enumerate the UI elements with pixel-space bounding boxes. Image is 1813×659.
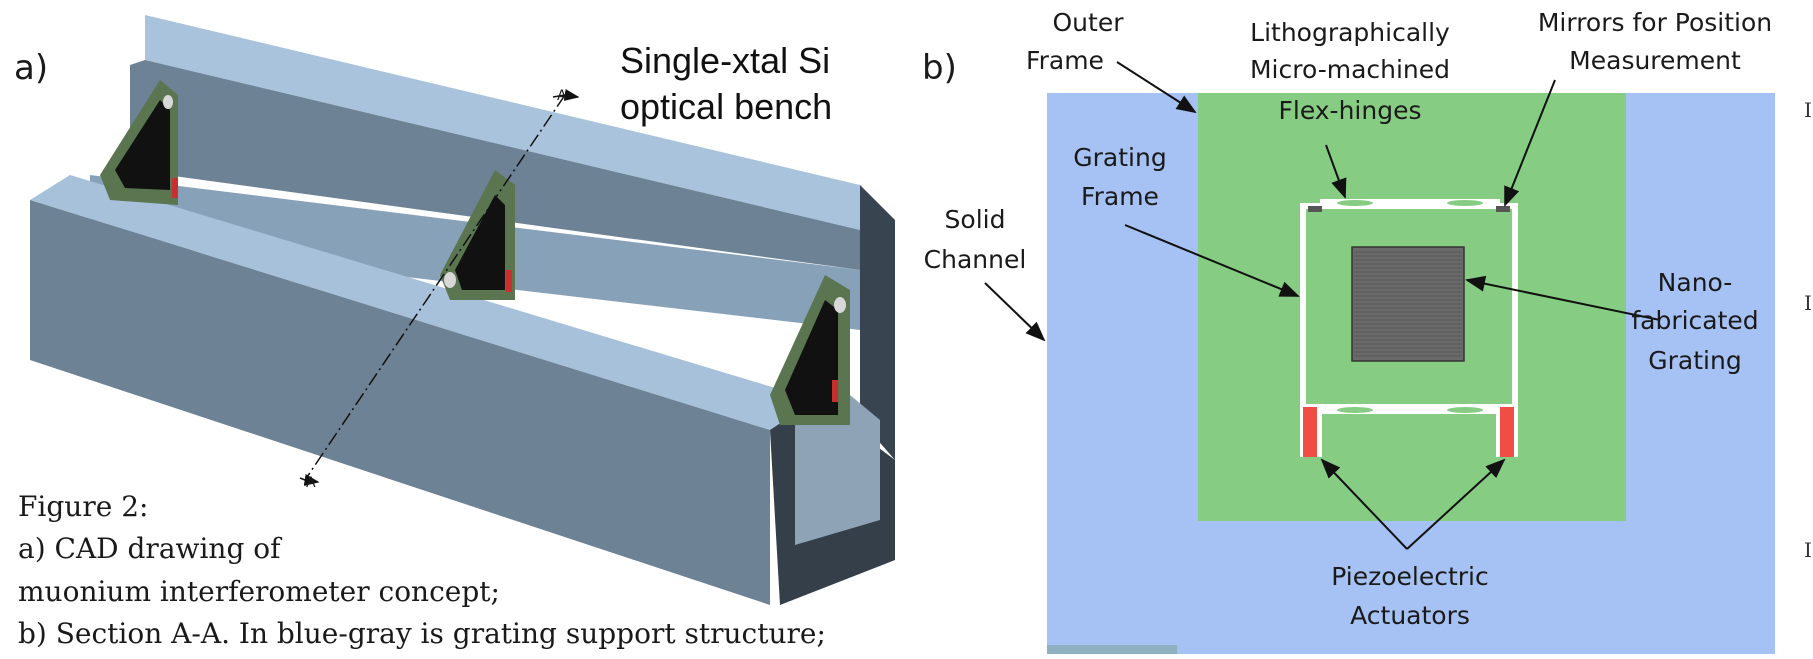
label-actuators-2: Actuators — [1350, 601, 1470, 630]
arrow-flex-hinges — [1325, 144, 1347, 199]
arrow-grating-frame — [1124, 224, 1300, 297]
corner-patch — [1047, 645, 1177, 654]
svg-text:I: I — [1804, 538, 1812, 562]
arrow-outer-frame — [1116, 61, 1197, 114]
section-arrow-bottom — [299, 474, 320, 486]
label-nano-grating-1: Nano- — [1657, 268, 1733, 297]
caption-line2: a) CAD drawing of — [18, 532, 281, 565]
arrow-mirrors — [1504, 79, 1556, 207]
section-line — [304, 94, 566, 481]
svg-text:I: I — [1804, 291, 1812, 315]
arrow-nano-grating — [1465, 275, 1661, 321]
svg-text:I: I — [1804, 98, 1812, 122]
label-solid-channel-1: Solid — [944, 205, 1006, 234]
grating-mount-right — [770, 275, 850, 425]
section-diagram: I I I — [984, 61, 1812, 654]
actuator-left — [1303, 407, 1317, 457]
label-solid-channel-2: Channel — [923, 245, 1027, 274]
section-arrow-top — [552, 89, 580, 101]
caption-line1: Figure 2: — [18, 490, 149, 523]
flex-hinges-bottom — [1320, 406, 1500, 414]
mirror-left — [1308, 206, 1322, 212]
nano-grating — [1351, 246, 1465, 362]
grating-mount-middle — [440, 170, 515, 300]
flex-hinges-top — [1320, 199, 1500, 207]
back-wall-top — [145, 15, 860, 230]
arrow-solid-channel — [984, 282, 1046, 342]
panel-b-label: b) — [922, 48, 957, 88]
label-grating-frame-2: Frame — [1081, 182, 1159, 211]
mirror-right — [1496, 206, 1510, 212]
front-wall-side — [30, 200, 770, 605]
grating-mount-left — [100, 80, 178, 205]
arrow-actuator-left — [1320, 458, 1408, 550]
label-nano-grating-2: fabricated — [1631, 306, 1759, 335]
caption-line4: b) Section A-A. In blue-gray is grating … — [18, 617, 826, 650]
optical-bench-drawing — [30, 15, 895, 605]
panel-a-label: a) — [14, 48, 49, 88]
back-wall-inner-face — [130, 60, 860, 270]
label-outer-frame-2: Frame — [1026, 46, 1104, 75]
label-flex-hinges-1: Lithographically — [1250, 18, 1450, 47]
actuator-right — [1500, 407, 1514, 457]
bench-title-line2: optical bench — [620, 86, 833, 127]
label-mirrors-1: Mirrors for Position — [1537, 8, 1773, 37]
caption-line3: muonium interferometer concept; — [18, 575, 500, 608]
arrow-actuator-right — [1406, 458, 1506, 550]
label-flex-hinges-2: Micro-machined — [1249, 55, 1451, 84]
end-opening — [795, 395, 880, 545]
section-marker-bottom: A — [306, 475, 316, 491]
front-wall-top — [30, 175, 815, 430]
end-face-back — [860, 185, 895, 460]
label-flex-hinges-3: Flex-hinges — [1278, 96, 1422, 125]
section-marker-top: A — [557, 88, 567, 104]
bench-title-line1: Single-xtal Si — [620, 40, 831, 81]
label-mirrors-2: Measurement — [1569, 46, 1741, 75]
label-nano-grating-3: Grating — [1648, 346, 1742, 375]
label-outer-frame-1: Outer — [1052, 8, 1124, 37]
label-grating-frame-1: Grating — [1073, 143, 1167, 172]
label-actuators-1: Piezoelectric — [1331, 562, 1489, 591]
